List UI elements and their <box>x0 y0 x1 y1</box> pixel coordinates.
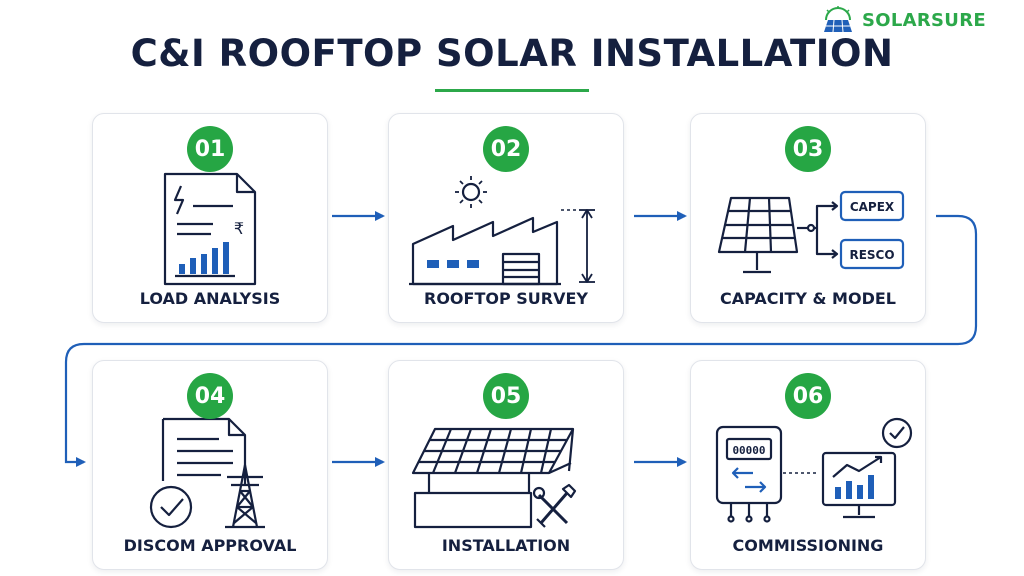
step-card-load-analysis: ₹ 01 LOAD ANALYSIS <box>92 113 328 323</box>
model-option-capex: CAPEX <box>850 200 895 214</box>
meter-reading: 00000 <box>732 444 765 457</box>
step-card-rooftop-survey: 02 ROOFTOP SURVEY <box>388 113 624 323</box>
step-label: DISCOM APPROVAL <box>123 536 297 555</box>
step-label: ROOFTOP SURVEY <box>424 289 588 308</box>
step-label: COMMISSIONING <box>732 536 884 555</box>
brand-name: SOLARSURE <box>862 9 986 31</box>
step-number-badge: 05 <box>483 373 529 419</box>
step-number-badge: 04 <box>187 373 233 419</box>
solar-panel-model-icon: CAPEX RESCO <box>717 190 905 274</box>
step-card-discom-approval: 04 DISCOM APPROVAL <box>92 360 328 570</box>
document-approval-tower-icon <box>149 417 265 529</box>
brand-logo: SOLARSURE <box>818 6 986 34</box>
mounted-solar-panel-tools-icon <box>411 427 577 529</box>
step-label: LOAD ANALYSIS <box>139 289 281 308</box>
step-number-badge: 03 <box>785 126 831 172</box>
factory-roof-measure-icon <box>409 176 595 286</box>
model-option-resco: RESCO <box>849 248 894 262</box>
meter-monitor-check-icon: 00000 <box>715 417 913 523</box>
step-card-installation: 05 INSTALLATION <box>388 360 624 570</box>
page-title: C&I ROOFTOP SOLAR INSTALLATION <box>130 32 894 75</box>
electricity-bill-chart-icon: ₹ <box>163 172 257 286</box>
step-card-commissioning: 00000 06 COMMISSIONING <box>690 360 926 570</box>
step-label: INSTALLATION <box>441 536 571 555</box>
step-number-badge: 01 <box>187 126 233 172</box>
title-underline <box>435 89 589 92</box>
step-number-badge: 02 <box>483 126 529 172</box>
step-card-capacity-model: CAPEX RESCO 03 CAPACITY & MODEL <box>690 113 926 323</box>
step-number-badge: 06 <box>785 373 831 419</box>
step-label: CAPACITY & MODEL <box>720 289 896 308</box>
solar-panel-sun-icon <box>824 6 852 33</box>
arrow-3-4 <box>64 214 978 467</box>
svg-text:₹: ₹ <box>234 219 244 238</box>
